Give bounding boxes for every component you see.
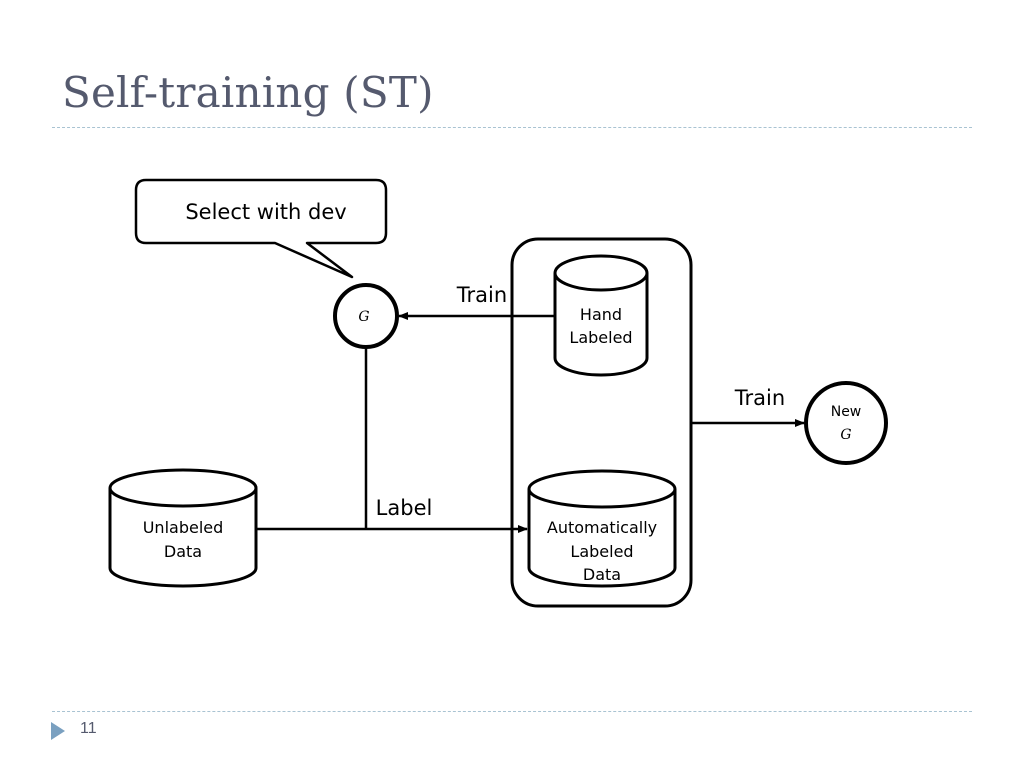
new-g-line2: G [840, 427, 851, 443]
footer-triangle-icon [51, 722, 65, 740]
auto-labeled-line2: Labeled [570, 542, 633, 561]
auto-labeled-line1: Automatically [547, 518, 657, 537]
node-g: G [333, 283, 399, 349]
edge-label-label: Label [376, 496, 433, 520]
auto-labeled-cylinder: Automatically Labeled Data [527, 469, 677, 588]
hand-labeled-line1: Hand [580, 305, 622, 324]
callout-text: Select with dev [185, 200, 346, 224]
unlabeled-line2: Data [164, 542, 202, 561]
title-divider [52, 127, 972, 128]
footer-divider [52, 711, 972, 712]
unlabeled-data-cylinder: Unlabeled Data [108, 468, 258, 588]
edge-train-top-label: Train [456, 283, 507, 307]
page-number: 11 [80, 720, 97, 737]
slide-title: Self-training (ST) [62, 68, 434, 117]
edge-train-right-label: Train [734, 386, 785, 410]
node-new-g: New G [804, 381, 888, 465]
hand-labeled-line2: Labeled [569, 328, 632, 347]
hand-labeled-cylinder: Hand Labeled [553, 254, 649, 377]
new-g-line1: New [831, 404, 862, 420]
callout-bubble: Select with dev [134, 178, 388, 279]
auto-labeled-line3: Data [583, 565, 621, 584]
node-g-label: G [358, 309, 369, 325]
unlabeled-line1: Unlabeled [143, 518, 224, 537]
